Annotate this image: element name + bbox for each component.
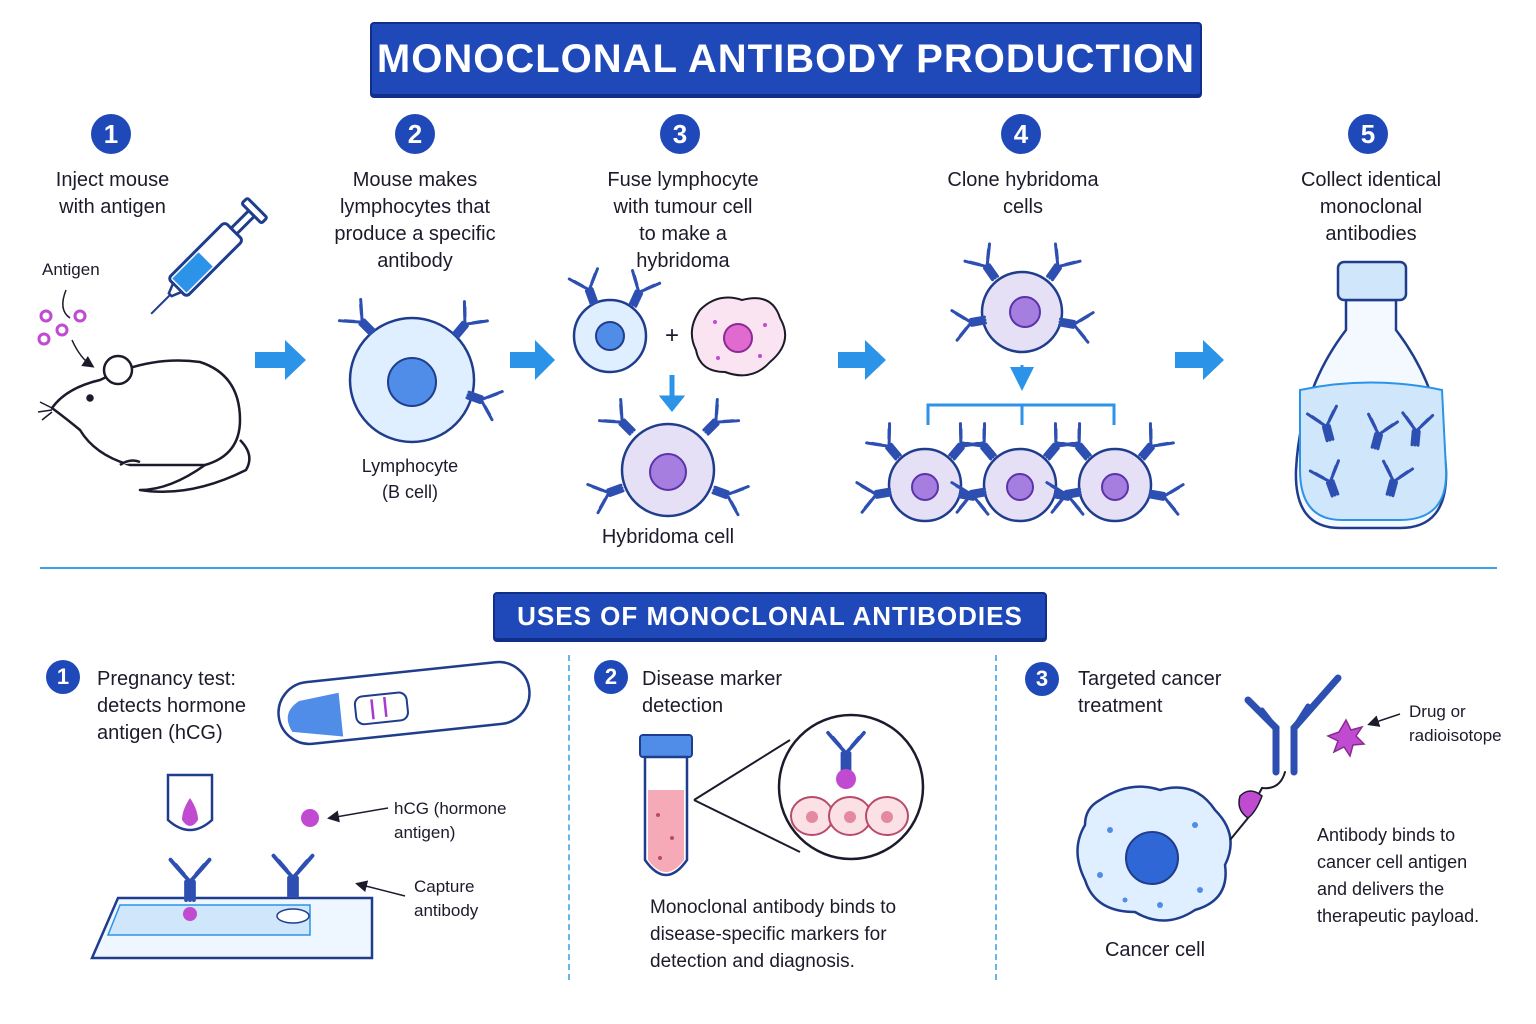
cancer-cell-label: Cancer cell xyxy=(1104,939,1206,961)
cell-receptor-line xyxy=(1229,817,1249,841)
page-title: MONOCLONAL ANTIBODY PRODUCTION xyxy=(370,22,1202,96)
step-1-number: 1 xyxy=(91,114,131,154)
antigen-binding-site xyxy=(1238,790,1263,819)
antigen-pointer xyxy=(62,289,71,319)
hybridoma-cell-label: Hybridoma cell xyxy=(601,526,735,548)
fusion-plus: + xyxy=(664,322,679,349)
capture-callout-arrow xyxy=(355,880,406,897)
section-divider xyxy=(40,567,1497,569)
uses-title: USES OF MONOCLONAL ANTIBODIES xyxy=(493,592,1047,640)
test-strip xyxy=(90,773,374,960)
lymphocyte-label: Lymphocyte(B cell) xyxy=(361,456,459,502)
hcg-callout-arrow xyxy=(327,807,389,823)
step-2-number: 2 xyxy=(395,114,435,154)
fusion-arrow xyxy=(658,375,686,413)
step-4-number: 4 xyxy=(1001,114,1041,154)
clone-arrows xyxy=(926,365,1116,425)
antigen-label: Antigen xyxy=(42,260,100,279)
blood-sample-tube xyxy=(639,734,693,877)
flow-arrows xyxy=(255,340,1224,380)
uses-divider-2 xyxy=(995,655,997,980)
tumour-cell xyxy=(690,296,787,377)
drug-icon xyxy=(1326,718,1366,758)
step-5-number: 5 xyxy=(1348,114,1388,154)
antigen-arrow xyxy=(71,339,95,368)
use-3-number: 3 xyxy=(1025,662,1059,696)
antigen-dots xyxy=(37,309,87,346)
uses-divider-1 xyxy=(568,655,570,980)
syringe-icon xyxy=(150,197,268,315)
lymphocyte-small xyxy=(567,267,662,374)
therapeutic-antibody xyxy=(1244,674,1342,806)
mouse-icon xyxy=(37,354,251,493)
hybridoma-cell xyxy=(586,397,750,518)
use-1-number: 1 xyxy=(46,660,80,694)
cancer-cell xyxy=(1076,785,1232,922)
hybridoma-parent xyxy=(950,242,1095,354)
flask-icon xyxy=(1294,260,1448,530)
hybridoma-clones xyxy=(855,422,1185,523)
pregnancy-test-stick xyxy=(277,660,531,746)
step-3-number: 3 xyxy=(660,114,700,154)
drug-callout-arrow xyxy=(1367,713,1401,727)
lymphocyte-cell xyxy=(337,297,504,444)
magnifier-lines xyxy=(693,739,801,853)
magnified-view xyxy=(777,713,925,861)
use-2-number: 2 xyxy=(594,660,628,694)
